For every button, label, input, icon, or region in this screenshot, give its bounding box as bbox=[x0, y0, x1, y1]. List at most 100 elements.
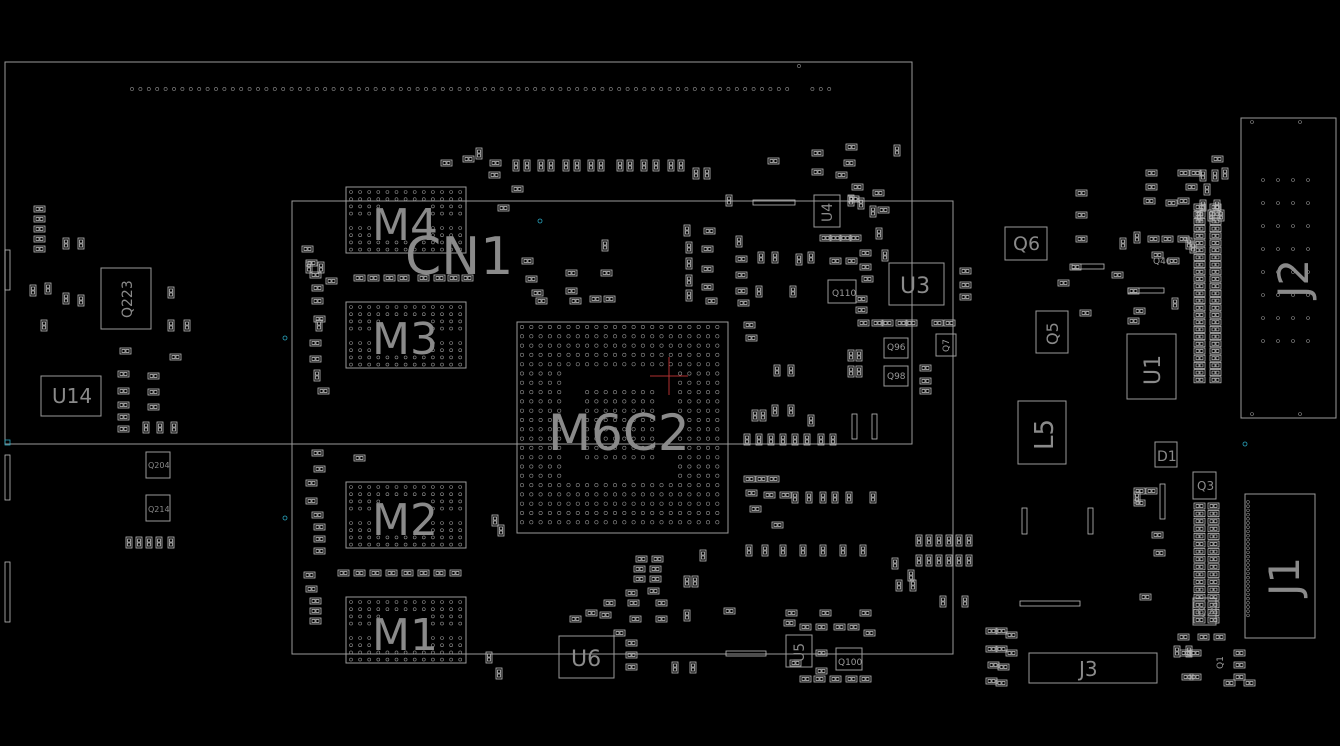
component bbox=[935, 554, 943, 567]
pin bbox=[687, 417, 692, 422]
pad bbox=[1199, 580, 1204, 584]
label-q98: Q98 bbox=[887, 372, 906, 382]
pad bbox=[317, 286, 322, 290]
pin bbox=[575, 343, 580, 348]
pad bbox=[967, 536, 971, 541]
pad bbox=[603, 245, 607, 250]
component bbox=[1193, 616, 1206, 624]
component bbox=[1193, 325, 1206, 333]
pin bbox=[640, 492, 645, 497]
pin bbox=[566, 362, 571, 367]
pin bbox=[678, 483, 683, 488]
component bbox=[565, 269, 578, 277]
component bbox=[1193, 601, 1206, 609]
pin bbox=[622, 520, 627, 525]
pad bbox=[602, 271, 607, 275]
pin bbox=[403, 492, 408, 497]
pad bbox=[679, 165, 683, 170]
component bbox=[1145, 487, 1158, 495]
pin bbox=[358, 607, 362, 612]
pad bbox=[635, 567, 640, 571]
pin bbox=[358, 233, 362, 237]
component bbox=[369, 569, 382, 577]
pin bbox=[482, 87, 487, 91]
pad bbox=[1213, 549, 1218, 554]
component bbox=[315, 319, 323, 332]
component bbox=[1193, 340, 1206, 348]
pin bbox=[547, 408, 552, 413]
pad bbox=[817, 651, 822, 655]
component bbox=[651, 555, 664, 563]
component bbox=[1193, 275, 1206, 283]
pad bbox=[857, 351, 861, 356]
j3-connector-outline bbox=[1028, 652, 1158, 684]
pad bbox=[313, 286, 318, 290]
pin bbox=[1306, 247, 1310, 251]
pad bbox=[1211, 320, 1216, 325]
pad bbox=[64, 243, 68, 248]
component bbox=[313, 547, 326, 555]
pad bbox=[775, 366, 779, 371]
pin bbox=[705, 380, 710, 385]
pin bbox=[547, 464, 552, 469]
pad bbox=[947, 536, 951, 541]
pad bbox=[863, 321, 868, 325]
pin bbox=[650, 510, 655, 515]
pin bbox=[631, 501, 636, 506]
pin bbox=[358, 636, 362, 640]
pad bbox=[1209, 211, 1213, 216]
pad bbox=[707, 247, 712, 251]
pin bbox=[458, 197, 463, 201]
pad bbox=[1211, 226, 1216, 231]
pin bbox=[538, 510, 543, 515]
component bbox=[309, 339, 322, 347]
pad bbox=[575, 165, 579, 170]
component bbox=[735, 287, 748, 295]
pad bbox=[172, 423, 176, 428]
pin bbox=[367, 312, 372, 317]
pin bbox=[631, 399, 636, 404]
pin bbox=[1306, 201, 1310, 205]
component bbox=[671, 661, 679, 674]
pad bbox=[315, 619, 320, 623]
pad bbox=[1199, 241, 1204, 245]
pin bbox=[1246, 525, 1250, 529]
component bbox=[1193, 376, 1206, 384]
pad bbox=[1175, 651, 1179, 656]
pin bbox=[566, 334, 571, 339]
pad bbox=[745, 439, 749, 444]
pin bbox=[696, 390, 701, 395]
pin bbox=[349, 211, 353, 216]
pad bbox=[1181, 651, 1186, 655]
component bbox=[1209, 225, 1222, 233]
pin bbox=[432, 87, 437, 91]
pin bbox=[421, 650, 426, 655]
pin bbox=[457, 87, 462, 91]
pin bbox=[1250, 412, 1254, 416]
pad bbox=[1215, 205, 1219, 210]
pin bbox=[440, 226, 444, 230]
pin bbox=[1261, 247, 1265, 251]
pad bbox=[313, 451, 318, 455]
component bbox=[859, 609, 872, 617]
pin bbox=[440, 247, 444, 252]
component bbox=[789, 285, 797, 298]
pin bbox=[705, 427, 710, 432]
component bbox=[895, 319, 908, 327]
pad bbox=[1209, 580, 1214, 584]
pin bbox=[1306, 339, 1310, 343]
component bbox=[1193, 253, 1206, 261]
pin bbox=[715, 464, 720, 469]
pin bbox=[440, 326, 444, 331]
pin bbox=[230, 87, 235, 91]
m6c2-module-outline bbox=[291, 200, 954, 655]
component bbox=[1193, 261, 1206, 269]
component bbox=[1193, 210, 1206, 218]
pin bbox=[519, 492, 524, 497]
pin bbox=[1291, 293, 1295, 297]
pin bbox=[403, 312, 408, 317]
pin bbox=[625, 87, 630, 91]
pin bbox=[550, 87, 554, 91]
pin bbox=[585, 427, 590, 432]
